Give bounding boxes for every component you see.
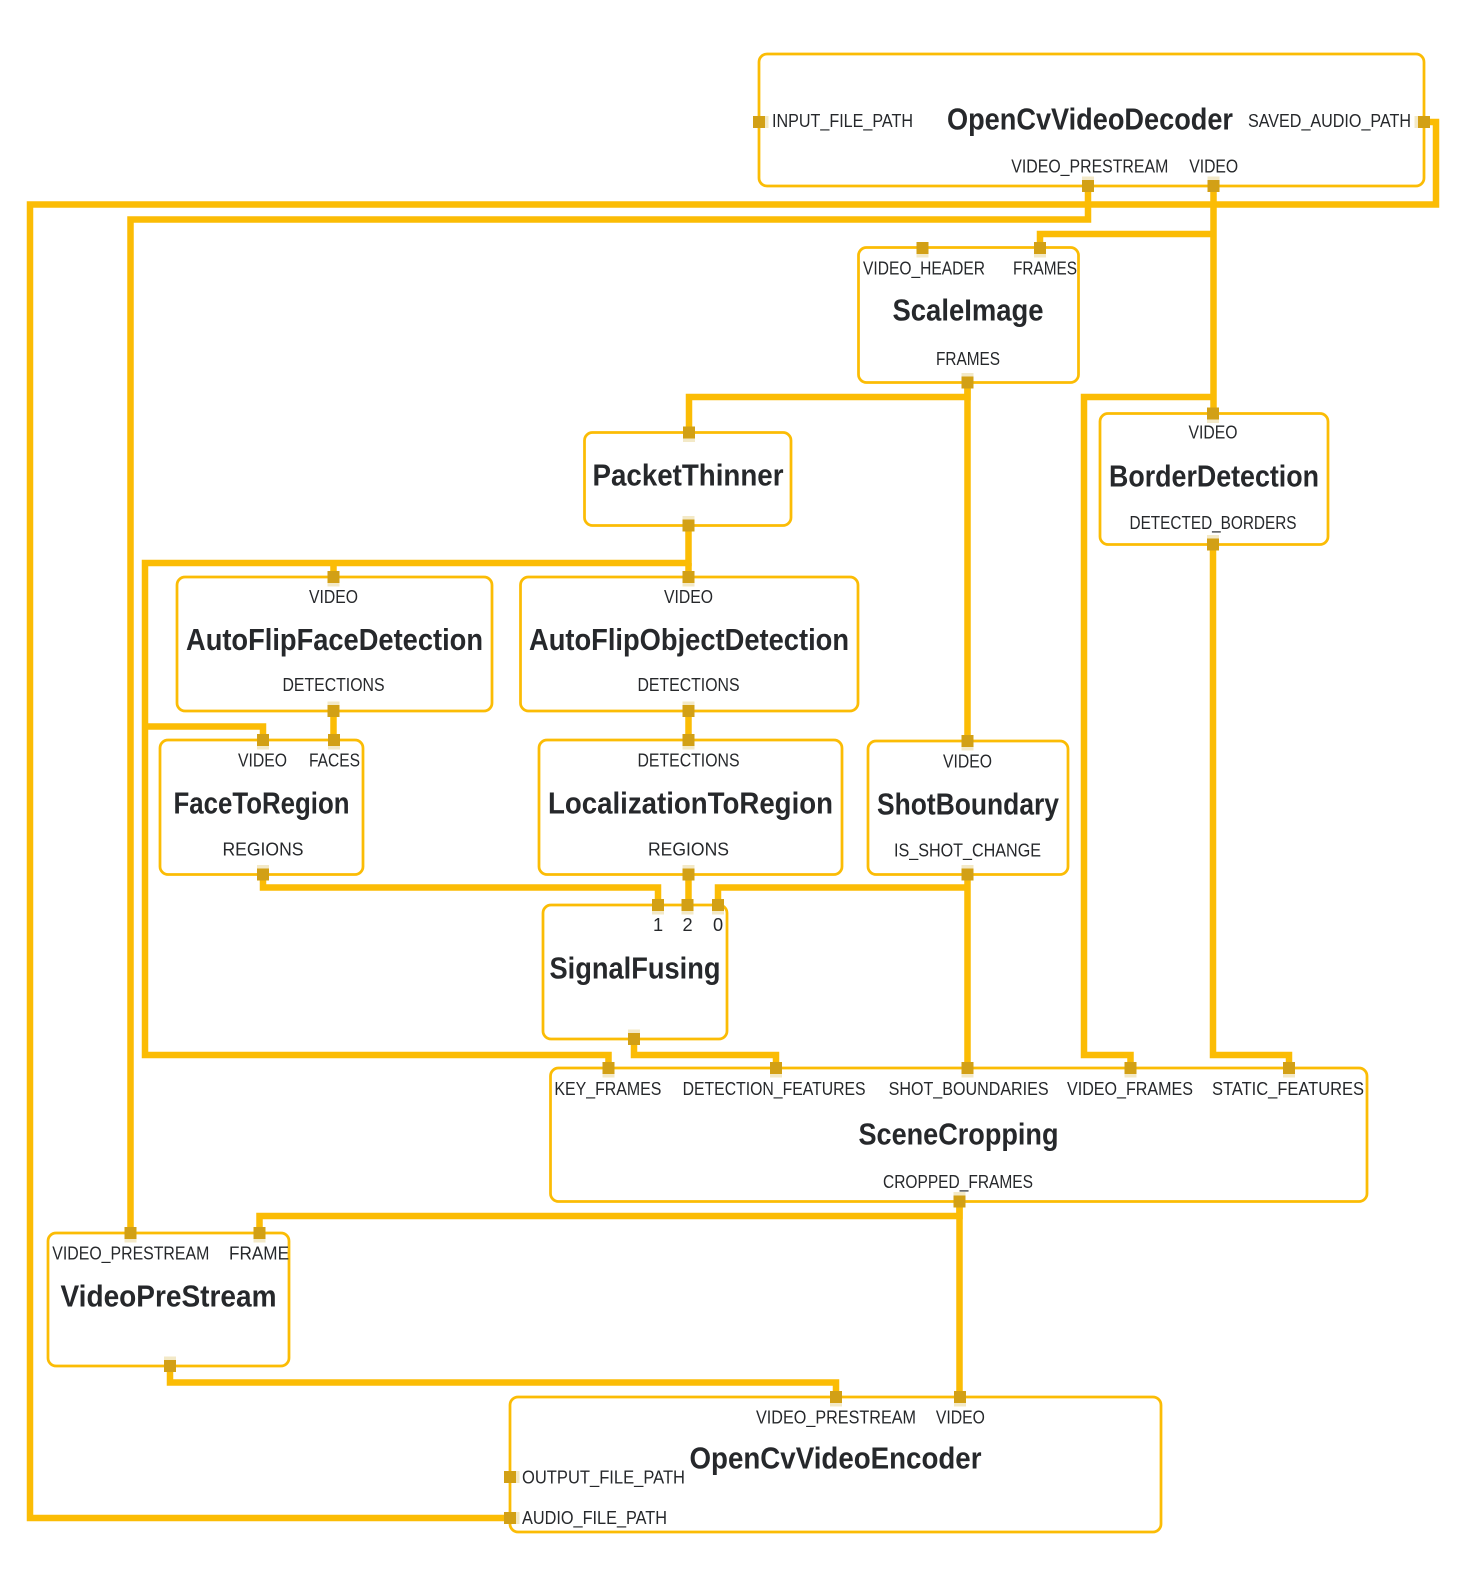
svg-text:FaceToRegion: FaceToRegion bbox=[174, 786, 350, 821]
svg-text:SignalFusing: SignalFusing bbox=[550, 951, 721, 986]
svg-text:CROPPED_FRAMES: CROPPED_FRAMES bbox=[883, 1172, 1033, 1193]
svg-text:VIDEO_PRESTREAM: VIDEO_PRESTREAM bbox=[756, 1408, 916, 1429]
svg-text:VIDEO: VIDEO bbox=[1189, 157, 1238, 177]
svg-text:BorderDetection: BorderDetection bbox=[1109, 459, 1319, 494]
svg-text:ScaleImage: ScaleImage bbox=[893, 293, 1044, 328]
svg-text:AutoFlipObjectDetection: AutoFlipObjectDetection bbox=[529, 622, 849, 657]
svg-text:VIDEO: VIDEO bbox=[1189, 423, 1238, 443]
svg-text:STATIC_FEATURES: STATIC_FEATURES bbox=[1212, 1079, 1364, 1100]
svg-text:ShotBoundary: ShotBoundary bbox=[877, 787, 1060, 822]
svg-text:FRAMES: FRAMES bbox=[1013, 259, 1077, 279]
svg-text:OpenCvVideoEncoder: OpenCvVideoEncoder bbox=[690, 1441, 982, 1476]
svg-text:VIDEO_HEADER: VIDEO_HEADER bbox=[863, 259, 985, 280]
svg-text:DETECTIONS: DETECTIONS bbox=[638, 751, 740, 771]
svg-text:OUTPUT_FILE_PATH: OUTPUT_FILE_PATH bbox=[522, 1468, 685, 1489]
svg-text:VIDEO: VIDEO bbox=[664, 587, 713, 607]
svg-text:OpenCvVideoDecoder: OpenCvVideoDecoder bbox=[947, 102, 1233, 137]
svg-text:REGIONS: REGIONS bbox=[223, 840, 304, 860]
svg-text:DETECTED_BORDERS: DETECTED_BORDERS bbox=[1130, 513, 1297, 534]
svg-text:AutoFlipFaceDetection: AutoFlipFaceDetection bbox=[186, 622, 483, 657]
svg-text:LocalizationToRegion: LocalizationToRegion bbox=[548, 786, 833, 821]
svg-text:2: 2 bbox=[682, 915, 692, 935]
svg-text:1: 1 bbox=[653, 915, 663, 935]
svg-text:DETECTIONS: DETECTIONS bbox=[283, 675, 385, 695]
svg-text:VIDEO_FRAMES: VIDEO_FRAMES bbox=[1067, 1079, 1193, 1100]
svg-text:VIDEO: VIDEO bbox=[238, 751, 287, 771]
svg-text:SHOT_BOUNDARIES: SHOT_BOUNDARIES bbox=[889, 1079, 1049, 1100]
svg-text:DETECTIONS: DETECTIONS bbox=[638, 675, 740, 695]
svg-text:SceneCropping: SceneCropping bbox=[859, 1117, 1059, 1152]
svg-text:KEY_FRAMES: KEY_FRAMES bbox=[554, 1079, 661, 1100]
svg-text:SAVED_AUDIO_PATH: SAVED_AUDIO_PATH bbox=[1248, 111, 1411, 132]
svg-text:FRAME: FRAME bbox=[229, 1244, 289, 1264]
svg-text:AUDIO_FILE_PATH: AUDIO_FILE_PATH bbox=[522, 1508, 667, 1529]
svg-text:VIDEO_PRESTREAM: VIDEO_PRESTREAM bbox=[1011, 157, 1168, 178]
svg-text:INPUT_FILE_PATH: INPUT_FILE_PATH bbox=[772, 111, 913, 132]
svg-text:0: 0 bbox=[713, 915, 723, 935]
svg-text:REGIONS: REGIONS bbox=[648, 840, 729, 860]
svg-text:FACES: FACES bbox=[309, 751, 360, 771]
svg-text:VideoPreStream: VideoPreStream bbox=[61, 1279, 277, 1314]
svg-text:VIDEO_PRESTREAM: VIDEO_PRESTREAM bbox=[52, 1244, 209, 1265]
svg-text:FRAMES: FRAMES bbox=[936, 349, 1000, 369]
svg-text:VIDEO: VIDEO bbox=[936, 1408, 985, 1428]
svg-text:PacketThinner: PacketThinner bbox=[593, 458, 784, 493]
svg-text:VIDEO: VIDEO bbox=[943, 752, 992, 772]
svg-text:IS_SHOT_CHANGE: IS_SHOT_CHANGE bbox=[894, 841, 1041, 862]
svg-text:DETECTION_FEATURES: DETECTION_FEATURES bbox=[683, 1079, 866, 1100]
svg-text:VIDEO: VIDEO bbox=[309, 587, 358, 607]
